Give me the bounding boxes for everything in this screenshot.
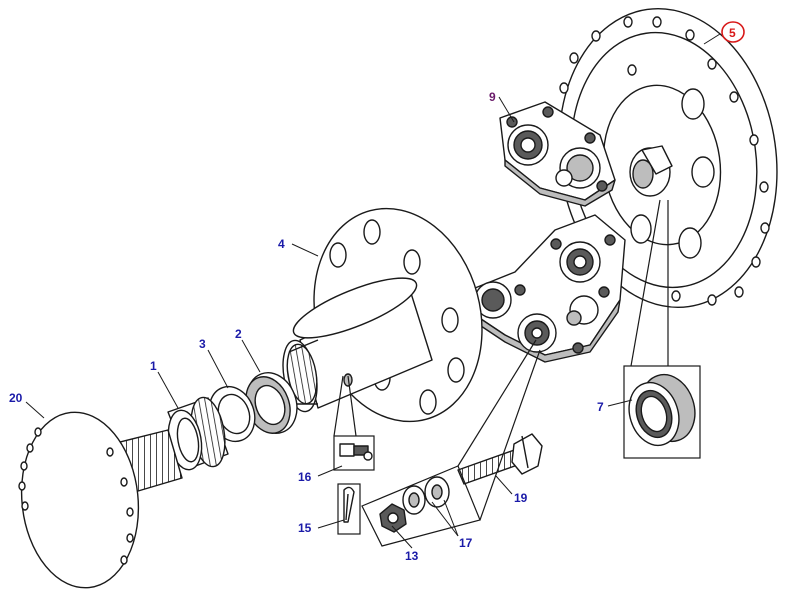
callout-labels: 20 1 3 2 4 9 5 7 16 15 13 17 19 [9, 26, 736, 563]
lower-planet-carrier [469, 214, 626, 363]
seal-detail-box [623, 365, 701, 459]
callout-20[interactable]: 20 [9, 391, 23, 405]
callout-9[interactable]: 9 [489, 90, 496, 104]
highlight-circle-5 [721, 21, 745, 43]
part-9-planet-carrier [499, 101, 616, 207]
part-4-hub-flange [282, 207, 483, 423]
callout-17[interactable]: 17 [459, 536, 473, 550]
grease-fitting-detail-box [333, 435, 375, 471]
part-17-washers [402, 476, 450, 515]
callout-19[interactable]: 19 [514, 491, 528, 505]
part-13-castle-nut [379, 503, 407, 533]
part-7-seal [628, 373, 696, 447]
hub-flange-holes [329, 219, 465, 415]
part-2-seal-ring [245, 372, 298, 434]
part-16-grease-fitting [339, 443, 373, 461]
callout-16[interactable]: 16 [298, 470, 312, 484]
part-20-axle-shaft [18, 411, 183, 589]
part-15-cotter-pin [343, 486, 355, 523]
callout-13[interactable]: 13 [405, 549, 419, 563]
part-19-bolt [457, 433, 543, 485]
cotter-pin-detail-box [337, 483, 361, 535]
callout-3[interactable]: 3 [199, 337, 206, 351]
callout-15[interactable]: 15 [298, 521, 312, 535]
axle-flange-bolt-holes [18, 427, 134, 565]
callout-1[interactable]: 1 [150, 359, 157, 373]
callout-4[interactable]: 4 [278, 237, 285, 251]
callout-5[interactable]: 5 [729, 26, 736, 40]
drum-bolt-holes [559, 16, 770, 306]
detail-boxes [333, 199, 701, 547]
callout-2[interactable]: 2 [235, 327, 242, 341]
callout-7[interactable]: 7 [597, 400, 604, 414]
part-1-bearing [167, 396, 229, 471]
leader-lines [25, 33, 721, 549]
drum-inner-holes [630, 88, 715, 259]
